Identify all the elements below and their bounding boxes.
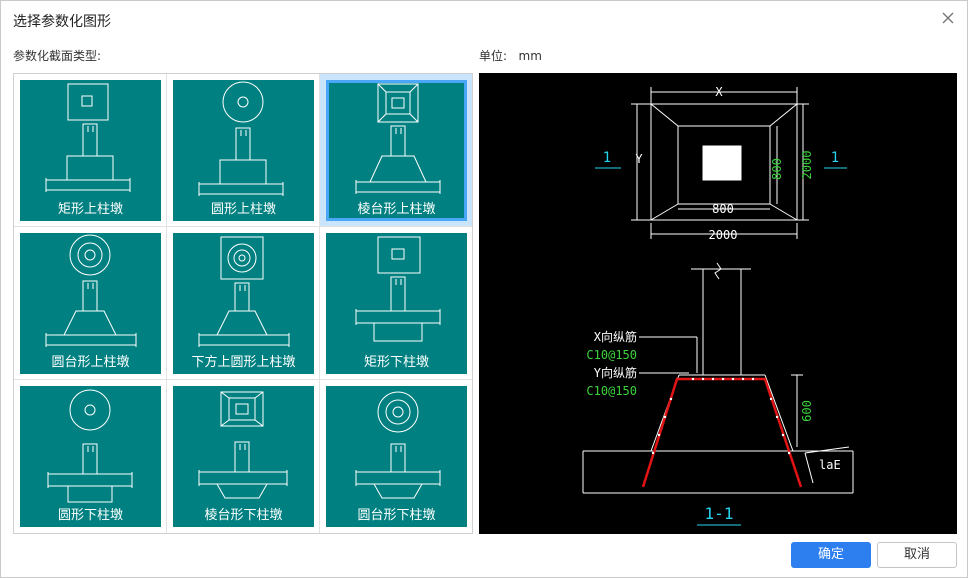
- lae-label: laE: [819, 458, 841, 472]
- shape-frustum-lower[interactable]: 棱台形下柱墩: [167, 380, 319, 532]
- shape-label: 矩形下柱墩: [363, 355, 429, 370]
- shape-cone-upper[interactable]: 圆台形上柱墩: [14, 227, 166, 379]
- close-icon[interactable]: [939, 9, 957, 27]
- dim-2000-h: 2000: [709, 228, 738, 242]
- y-rebar-label: Y向纵筋: [594, 365, 637, 380]
- plan-view: [631, 87, 809, 239]
- x-rebar-spec: C10@150: [586, 348, 637, 362]
- shape-square-circle-upper[interactable]: 下方上圆形上柱墩: [167, 227, 319, 379]
- ok-button[interactable]: 确定: [791, 542, 871, 568]
- unit-label: 单位: mm: [479, 49, 542, 63]
- shape-label: 圆台形下柱墩: [357, 508, 436, 523]
- x-rebar-label: X向纵筋: [594, 329, 637, 344]
- shape-frustum-upper[interactable]: 棱台形上柱墩: [320, 74, 472, 226]
- shape-grid: 矩形上柱墩 圆形上柱墩: [13, 73, 473, 534]
- cancel-button[interactable]: 取消: [877, 542, 957, 568]
- dim-800-h: 800: [712, 202, 734, 216]
- dialog-title: 选择参数化图形: [13, 14, 111, 30]
- shape-rect-lower[interactable]: 矩形下柱墩: [320, 227, 472, 379]
- shape-circle-lower[interactable]: 圆形下柱墩: [14, 380, 166, 532]
- shape-label: 棱台形上柱墩: [357, 202, 436, 217]
- shape-label: 棱台形下柱墩: [204, 508, 283, 523]
- section-type-label: 参数化截面类型:: [13, 49, 102, 63]
- shape-cone-lower[interactable]: 圆台形下柱墩: [320, 380, 472, 532]
- shape-label: 圆形上柱墩: [210, 202, 276, 217]
- shape-label: 圆形下柱墩: [57, 508, 123, 523]
- plan-x-label: X: [715, 85, 723, 99]
- dim-600: 600: [800, 400, 814, 422]
- y-rebar-spec: C10@150: [586, 384, 637, 398]
- shape-rect-upper[interactable]: 矩形上柱墩: [14, 74, 166, 226]
- shape-label: 圆台形上柱墩: [51, 355, 130, 370]
- shape-preview: X Y 800 2000 1 1 X向纵筋 C10@150 Y向纵筋 C10@1…: [479, 73, 957, 534]
- shape-label: 下方上圆形上柱墩: [191, 355, 296, 370]
- dim-2000-v: 2000: [800, 151, 814, 180]
- unit-value: mm: [518, 49, 542, 63]
- shape-circle-upper[interactable]: 圆形上柱墩: [167, 74, 319, 226]
- section-mark-right: 1: [831, 150, 839, 166]
- section-mark-left: 1: [603, 150, 611, 166]
- dim-800-v: 800: [770, 158, 784, 180]
- section-title: 1-1: [705, 504, 734, 523]
- plan-y-label: Y: [635, 152, 643, 166]
- shape-label: 矩形上柱墩: [57, 202, 123, 217]
